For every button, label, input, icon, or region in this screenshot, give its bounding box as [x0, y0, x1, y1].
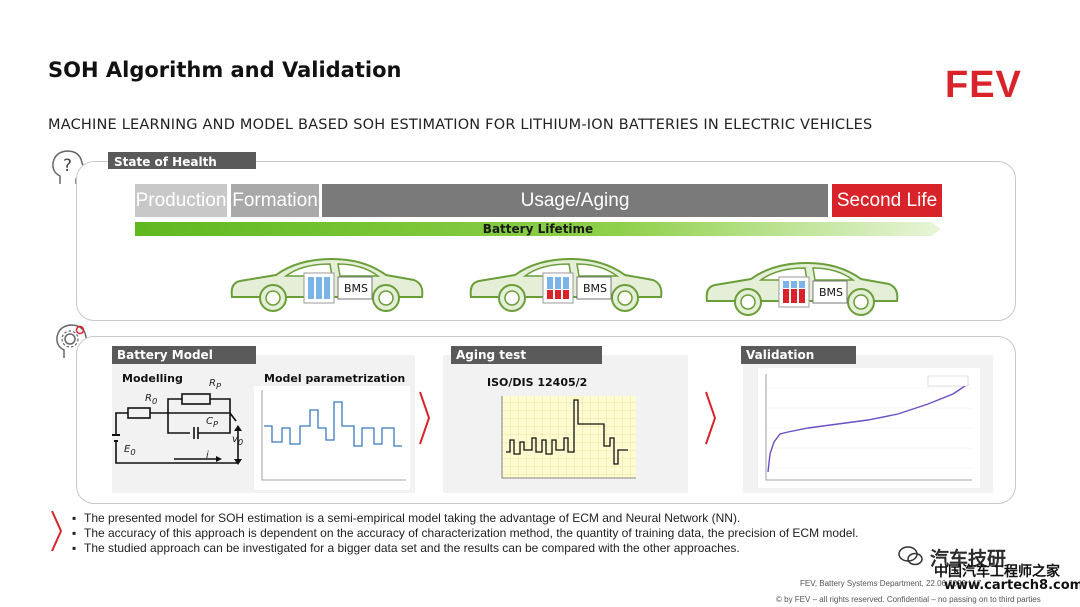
cp-label: CP: [206, 416, 219, 429]
footer-copyright: © by FEV – all rights reserved. Confiden…: [776, 595, 1041, 604]
arrow-chevron-2: [705, 391, 717, 445]
battery-lifetime-arrow: [135, 222, 941, 236]
watermark-title: 汽车技研: [930, 548, 1007, 570]
validation-tab: Validation: [741, 346, 856, 364]
r0-label: R0: [145, 393, 158, 406]
watermark-cn: 中国汽车工程师之家: [934, 564, 1060, 580]
wechat-icon: [898, 546, 923, 566]
parametrization-chart: [254, 386, 410, 490]
aging-test-chart: [501, 396, 636, 479]
bullet-item: ▪The accuracy of this approach is depend…: [72, 526, 859, 540]
phase-formation: Formation: [231, 184, 319, 217]
watermark-url: www.cartech8.com: [944, 578, 1080, 593]
validation-chart: [758, 368, 980, 488]
page-title: SOH Algorithm and Validation: [48, 58, 402, 82]
phase-usage-aging: Usage/Aging: [322, 184, 828, 217]
bms-label-2: BMS: [583, 282, 608, 295]
modelling-label: Modelling: [122, 372, 183, 385]
bullet-item: ▪The presented model for SOH estimation …: [72, 511, 741, 525]
e0-label: E0: [124, 444, 136, 457]
car-3: [705, 261, 899, 316]
svg-text:?: ?: [63, 156, 72, 176]
car-2: [469, 257, 663, 312]
bullet-item: ▪The studied approach can be investigate…: [72, 541, 740, 555]
arrow-chevron-1: [419, 391, 431, 445]
battery-model-tab: Battery Model: [112, 346, 256, 364]
rp-label: RP: [209, 378, 221, 391]
phase-production: Production: [135, 184, 227, 217]
ecm-circuit-diagram: [112, 393, 242, 465]
model-parametrization-label: Model parametrization: [264, 372, 406, 385]
iso-standard-label: ISO/DIS 12405/2: [487, 376, 588, 389]
bullets-chevron: [51, 510, 63, 552]
footer-info: FEV, Battery Systems Department, 22.06.2…: [800, 579, 982, 588]
car-1: [230, 257, 424, 312]
aging-test-tab: Aging test: [451, 346, 602, 364]
bms-label-3: BMS: [819, 286, 844, 299]
fev-logo: FEV: [945, 64, 1022, 106]
phase-second-life: Second Life: [832, 184, 942, 217]
soh-tab: State of Health: [108, 152, 256, 169]
current-label: i: [206, 450, 209, 461]
battery-lifetime-label: Battery Lifetime: [482, 222, 594, 236]
bullet-list: ▪The presented model for SOH estimation …: [72, 511, 972, 556]
bms-label-1: BMS: [344, 282, 369, 295]
v0-label: v0: [232, 434, 244, 447]
page-subtitle: MACHINE LEARNING AND MODEL BASED SOH EST…: [48, 117, 873, 133]
